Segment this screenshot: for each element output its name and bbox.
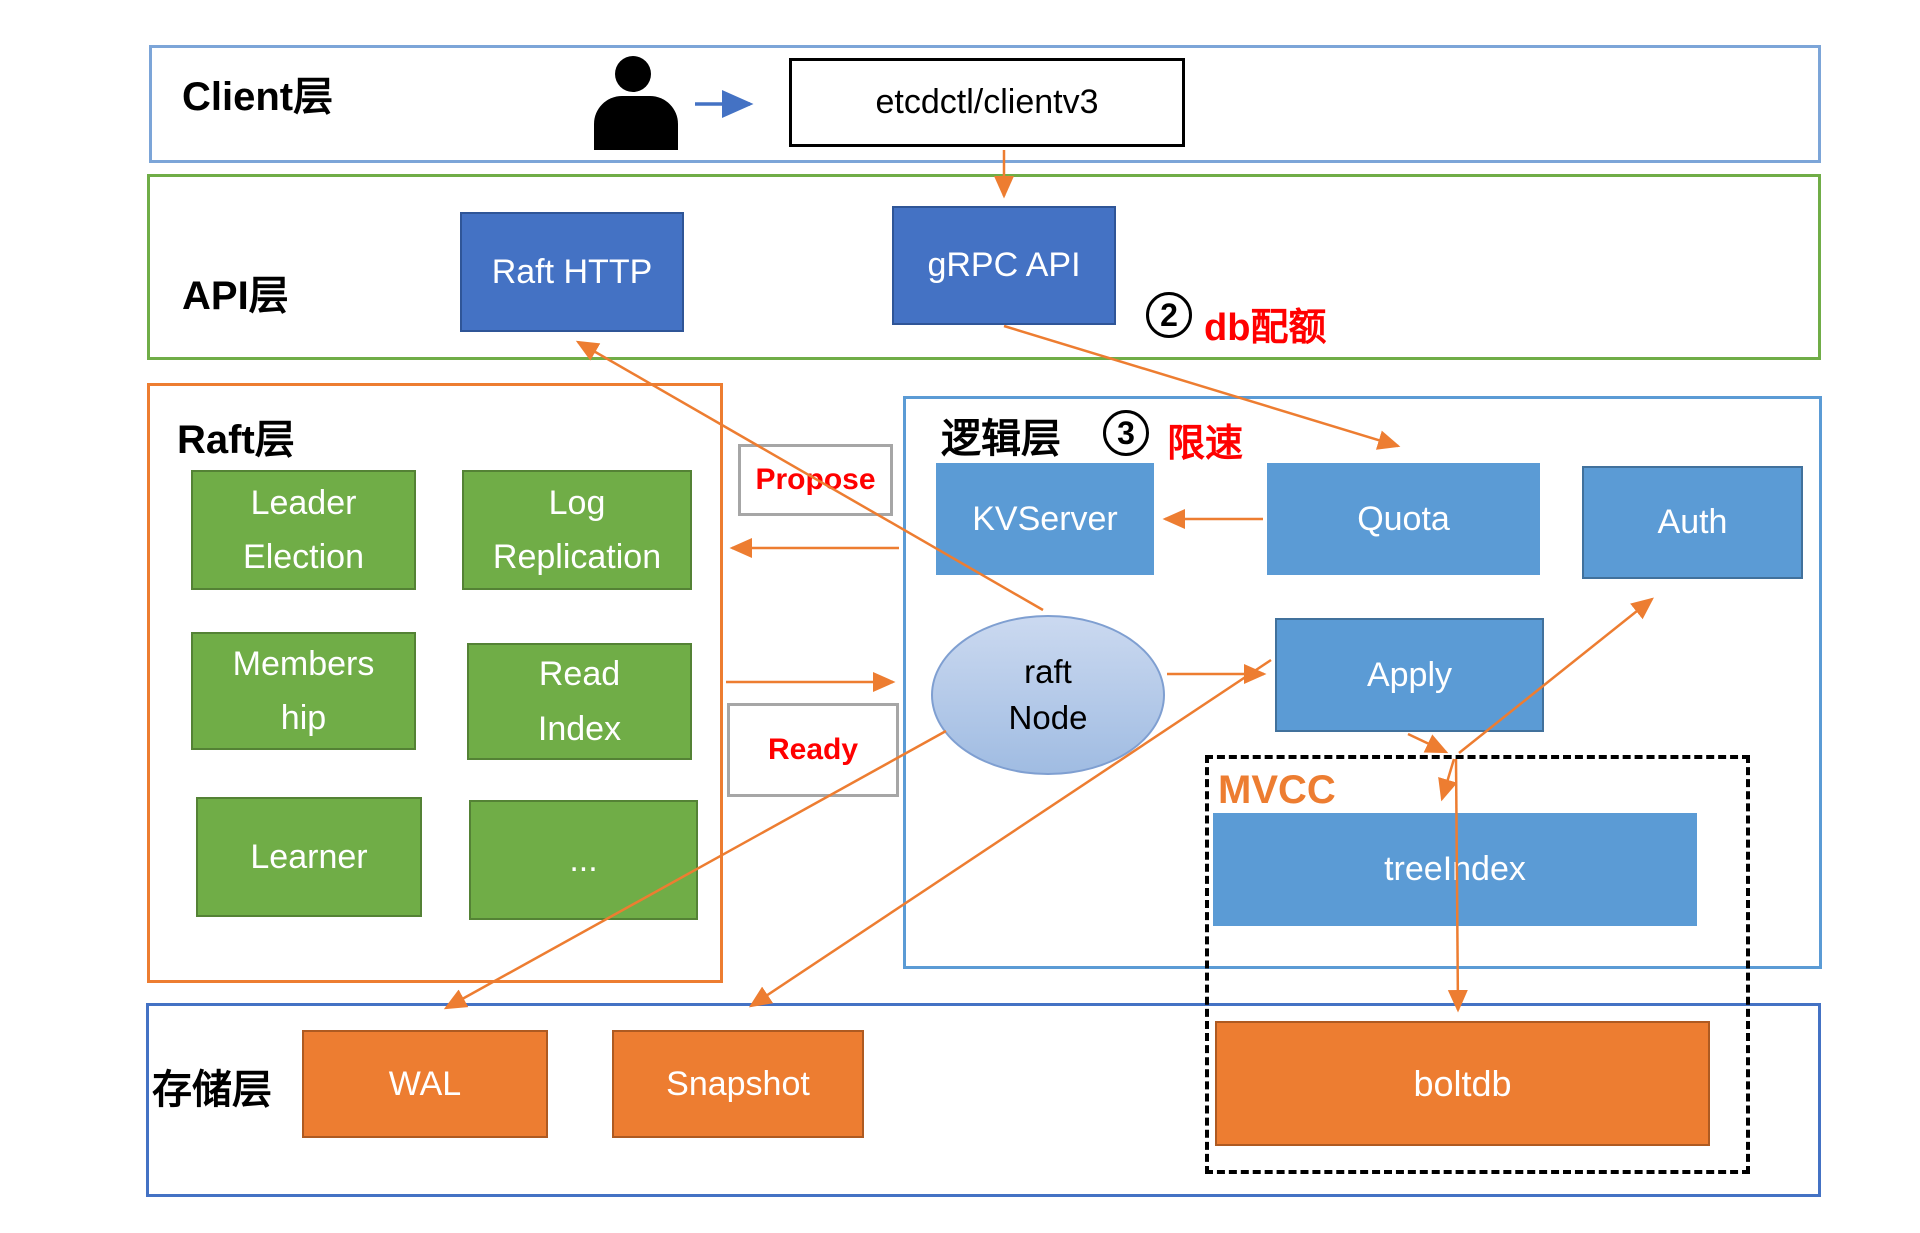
node-auth: Auth bbox=[1582, 466, 1803, 579]
node-ellipsis: ... bbox=[469, 800, 698, 920]
node-read-index: Read Index bbox=[467, 643, 692, 760]
propose-label-box: Propose bbox=[738, 444, 893, 516]
node-apply: Apply bbox=[1275, 618, 1544, 732]
node-etcdctl-clientv3: etcdctl/clientv3 bbox=[789, 58, 1185, 147]
node-kvserver: KVServer bbox=[936, 463, 1154, 575]
node-raft-node: raft Node bbox=[931, 615, 1165, 775]
ready-label-box: Ready bbox=[727, 703, 899, 797]
circled-3-icon: 3 bbox=[1103, 410, 1149, 456]
storage-layer-title: 存储层 bbox=[152, 1068, 272, 1112]
api-layer-title: API层 bbox=[182, 274, 289, 318]
node-wal: WAL bbox=[302, 1030, 548, 1138]
node-log-replication: Log Replication bbox=[462, 470, 692, 590]
rate-limit-annotation: 限速 bbox=[1167, 423, 1244, 465]
client-layer-title: Client层 bbox=[182, 75, 334, 119]
node-membership: Members hip bbox=[191, 632, 416, 750]
logic-layer-title: 逻辑层 bbox=[941, 417, 1061, 461]
node-treeindex: treeIndex bbox=[1213, 813, 1697, 926]
node-quota: Quota bbox=[1267, 463, 1540, 575]
node-raft-http: Raft HTTP bbox=[460, 212, 684, 332]
db-quota-annotation: db配额 bbox=[1204, 307, 1327, 349]
circled-2-icon: 2 bbox=[1146, 292, 1192, 338]
node-learner: Learner bbox=[196, 797, 422, 917]
node-snapshot: Snapshot bbox=[612, 1030, 864, 1138]
raft-layer-title: Raft层 bbox=[177, 418, 295, 462]
node-boltdb: boltdb bbox=[1215, 1021, 1710, 1146]
person-icon-body bbox=[594, 96, 678, 150]
node-grpc-api: gRPC API bbox=[892, 206, 1116, 325]
mvcc-group-title: MVCC bbox=[1218, 768, 1336, 812]
node-leader-election: Leader Election bbox=[191, 470, 416, 590]
person-icon bbox=[615, 56, 651, 92]
